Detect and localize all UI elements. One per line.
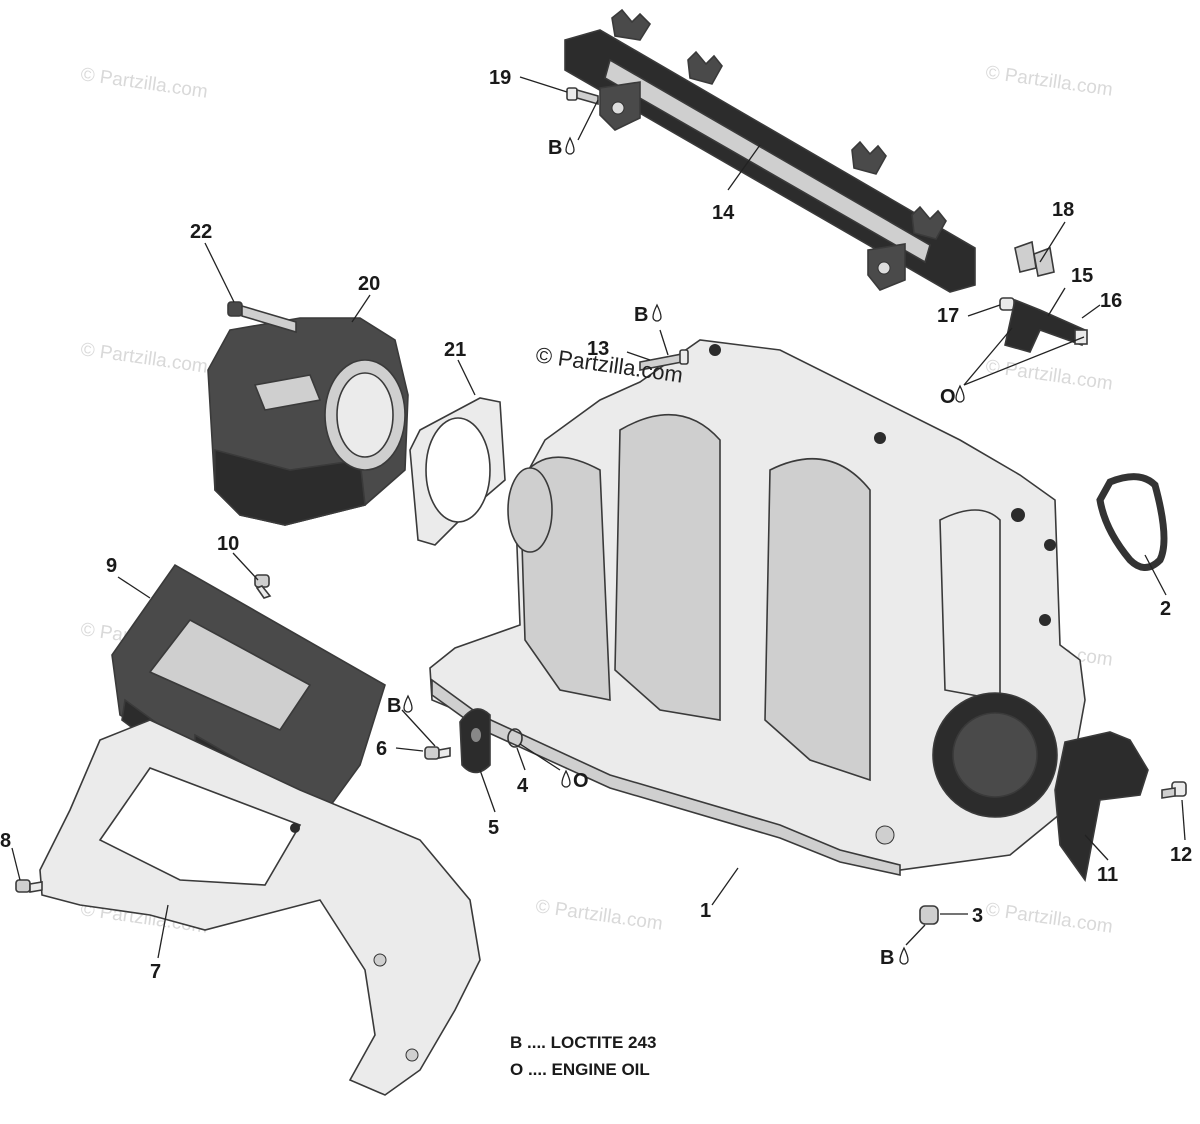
callout-10: 10 [217,533,239,555]
loctite-symbol: B [880,947,894,969]
fuel-rail-drawing [564,8,976,293]
drop-icon [955,384,965,403]
drop-symbols [403,136,965,965]
drop-icon [403,694,413,713]
callout-8: 8 [0,830,11,852]
gasket-21-drawing [409,397,506,546]
callout-21: 21 [444,339,466,361]
callout-13: 13 [587,338,609,360]
leader-lines [11,76,1186,959]
callout-6: 6 [376,738,387,760]
watermark: © Partzilla.com [79,64,209,103]
bushing-3-drawing [919,905,939,925]
legend-engine-oil: O .... ENGINE OIL [510,1060,650,1079]
watermark: © Partzilla.com [79,339,209,378]
drop-icon [899,946,909,965]
bolt-12-drawing [1161,781,1187,799]
callout-1: 1 [700,900,711,922]
symbol-letters: B B O B O B [387,137,956,969]
callout-11: 11 [1097,864,1118,886]
drop-icon [565,136,575,155]
callout-4: 4 [517,775,529,797]
bolt-10-drawing [254,574,272,599]
bolt-6-drawing [424,746,451,760]
callout-16: 16 [1100,290,1122,312]
watermark: © Partzilla.com [984,899,1114,938]
oil-symbol: O [940,386,956,408]
callout-20: 20 [358,273,380,295]
oil-symbol: O [573,770,589,792]
legend: B .... LOCTITE 243 O .... ENGINE OIL [510,1033,656,1079]
callout-22: 22 [190,221,212,243]
loctite-symbol: B [387,695,401,717]
callout-12: 12 [1170,844,1192,866]
intake-manifold-drawing [429,339,1086,876]
callout-14: 14 [712,202,735,224]
watermark-center: © Partzilla.com [534,342,684,387]
o-ring-4-drawing [507,728,523,748]
watermark: © Partzilla.com [984,356,1114,395]
watermark: © Partzilla.com [534,896,664,935]
bracket-7-drawing [39,719,481,1096]
callout-7: 7 [150,961,161,983]
callout-17: 17 [937,305,959,327]
legend-loctite: B .... LOCTITE 243 [510,1033,656,1052]
callout-3: 3 [972,905,983,927]
drop-icon [561,769,571,788]
drop-icon [652,303,662,322]
bolt-22-drawing [227,301,297,334]
loctite-symbol: B [634,304,648,326]
watermark: © Partzilla.com [984,62,1114,101]
throttle-body-drawing [207,317,409,526]
bolt-13-drawing [639,349,689,371]
callout-15: 15 [1071,265,1093,287]
callout-5: 5 [488,817,499,839]
callout-numbers: 1 2 3 4 5 6 7 8 9 10 11 12 13 14 15 16 1… [0,67,1192,983]
bolt-8-drawing [15,879,43,893]
callout-2: 2 [1160,598,1171,620]
callout-9: 9 [106,555,117,577]
o-ring-2-drawing [1096,473,1168,571]
sensor-11-drawing [1054,731,1149,882]
callout-18: 18 [1052,199,1074,221]
callout-19: 19 [489,67,511,89]
grommet-5-drawing [459,708,491,774]
bolt-19-drawing [566,87,599,106]
loctite-symbol: B [548,137,562,159]
sensor-group-drawing [999,240,1088,353]
